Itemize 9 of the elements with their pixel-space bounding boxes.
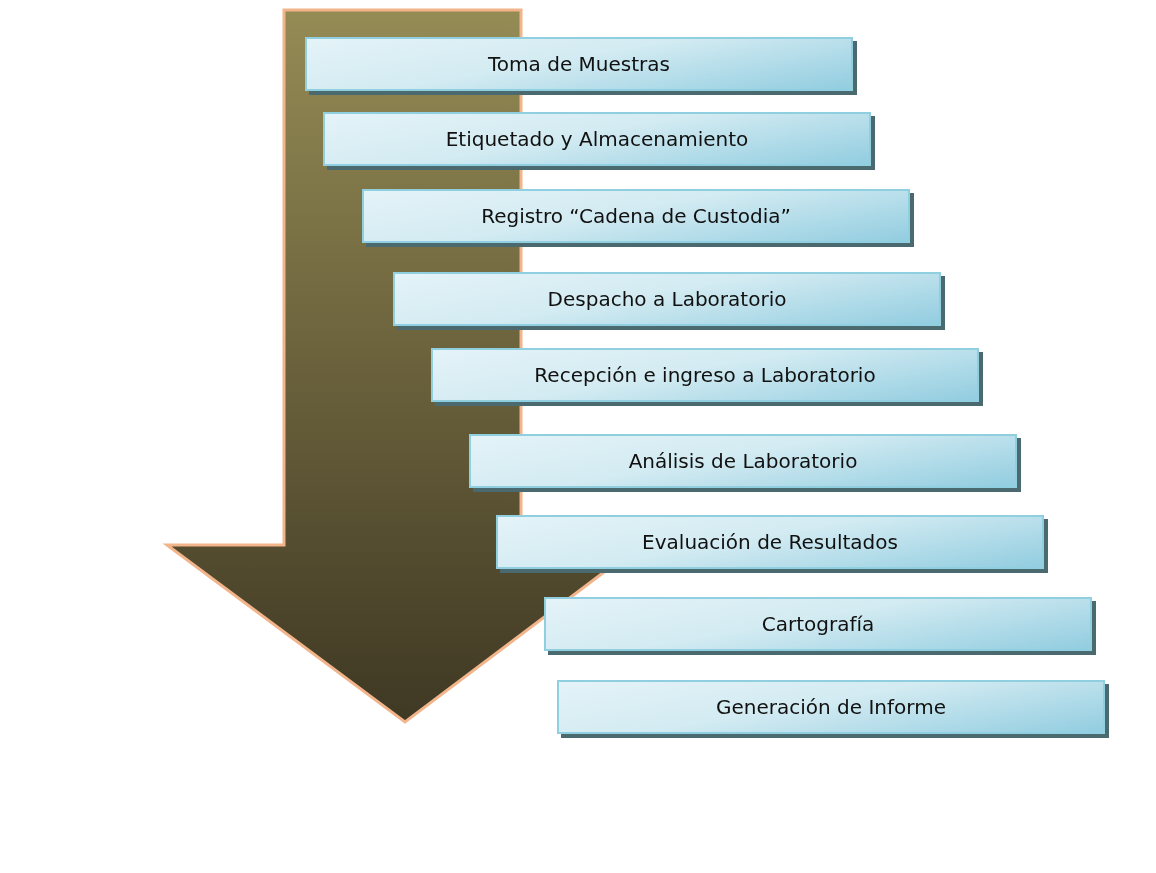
- step-label: Etiquetado y Almacenamiento: [445, 127, 749, 151]
- step-label: Toma de Muestras: [488, 52, 670, 76]
- step-label: Generación de Informe: [716, 695, 946, 719]
- step-label: Análisis de Laboratorio: [628, 449, 858, 473]
- step-label: Registro “Cadena de Custodia”: [481, 204, 791, 228]
- step-label: Evaluación de Resultados: [642, 530, 898, 554]
- step-label: Despacho a Laboratorio: [547, 287, 787, 311]
- step-label: Recepción e ingreso a Laboratorio: [534, 363, 876, 387]
- step-label: Cartografía: [761, 612, 875, 636]
